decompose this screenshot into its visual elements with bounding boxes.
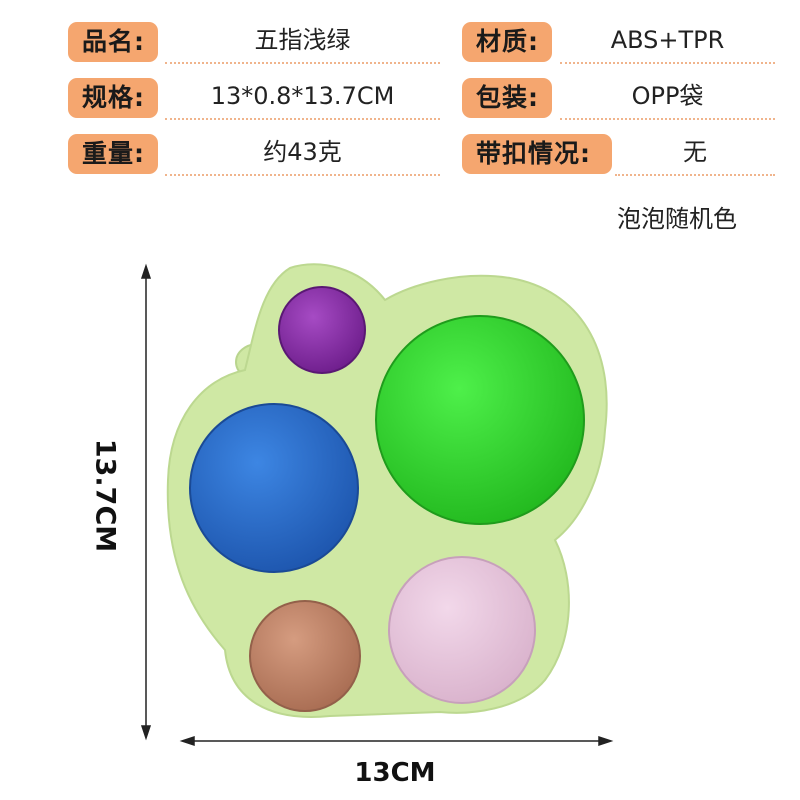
package-value: OPP袋 xyxy=(560,76,775,120)
package-label: 包装: xyxy=(462,78,552,118)
material-label: 材质: xyxy=(462,22,552,62)
material-value: ABS+TPR xyxy=(560,20,775,64)
width-dimension-label: 13CM xyxy=(354,758,436,788)
height-dimension-label: 13.7CM xyxy=(89,438,121,553)
bubble-blue[interactable] xyxy=(189,403,359,573)
buckle-label: 带扣情况: xyxy=(462,134,612,174)
weight-label: 重量: xyxy=(68,134,158,174)
bubble-pink[interactable] xyxy=(388,556,536,704)
size-value: 13*0.8*13.7CM xyxy=(165,76,440,120)
bubble-brown[interactable] xyxy=(249,600,361,712)
name-value: 五指浅绿 xyxy=(165,20,440,64)
buckle-value: 无 xyxy=(615,132,775,176)
height-dimension-line xyxy=(140,263,152,741)
size-label: 规格: xyxy=(68,78,158,118)
name-label: 品名: xyxy=(68,22,158,62)
weight-value: 约43克 xyxy=(165,132,440,176)
width-dimension-line xyxy=(179,735,614,747)
bubble-green[interactable] xyxy=(375,315,585,525)
bubble-purple[interactable] xyxy=(278,286,366,374)
random-color-note: 泡泡随机色 xyxy=(617,205,737,233)
